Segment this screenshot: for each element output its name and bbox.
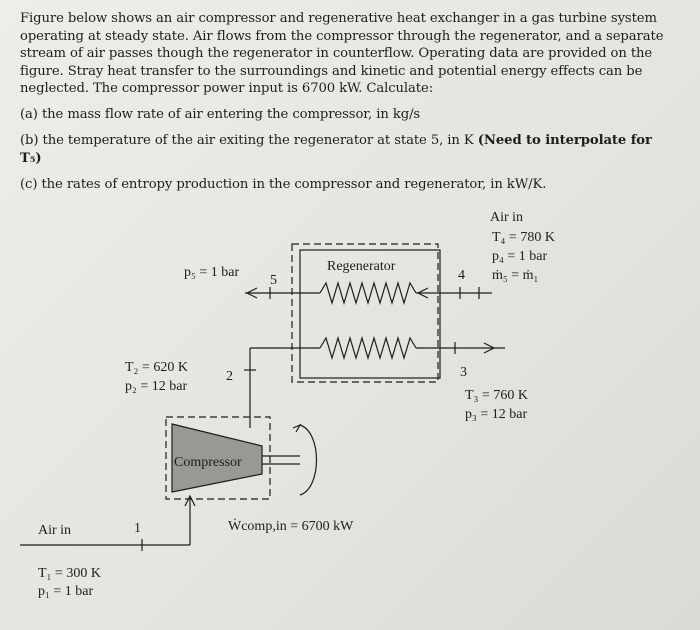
- p2-label: p₂ = 12 bar: [125, 379, 187, 394]
- state-2-label: 2: [226, 369, 233, 384]
- compressor-body: [171, 423, 263, 493]
- compressor-power-label: Ẇcomp,in = 6700 kW: [228, 517, 354, 534]
- power-arrow-curve: [299, 424, 317, 496]
- regenerator-coil-low-pressure: [319, 280, 417, 306]
- arrow-exit-3: [483, 342, 496, 354]
- p5-label: p₅ = 1 bar: [184, 265, 239, 280]
- problem-statement: Figure below shows an air compressor and…: [20, 10, 670, 194]
- T4-label: T₄ = 780 K: [492, 230, 555, 245]
- air-in-bottom-label: Air in: [38, 523, 71, 538]
- compressor-label: Compressor: [174, 455, 242, 470]
- compressor-boundary: [165, 416, 271, 500]
- question-c-text: (c) the rates of entropy production in t…: [20, 177, 547, 192]
- question-a-text: (a) the mass flow rate of air entering t…: [20, 106, 421, 122]
- state-3-label: 3: [460, 365, 467, 380]
- power-arrow-head: [292, 423, 302, 433]
- arrow-exit-5: [245, 287, 258, 299]
- mdot5-label: ṁ₅ = ṁ₁: [492, 268, 538, 283]
- regenerator-box: [299, 249, 441, 379]
- regenerator-coil-high-pressure: [319, 335, 417, 361]
- question-c: (c) the rates of entropy production in t…: [20, 176, 670, 194]
- question-b-text: (b) the temperature of the air exiting t…: [20, 133, 478, 148]
- problem-intro: Figure below shows an air compressor and…: [20, 11, 664, 96]
- inlet-arrow: [184, 494, 196, 507]
- p4-label: p₄ = 1 bar: [492, 249, 547, 264]
- question-b: (b) the temperature of the air exiting t…: [20, 132, 670, 167]
- p1-label: p₁ = 1 bar: [38, 584, 93, 599]
- state-1-label: 1: [134, 521, 141, 536]
- T2-label: T₂ = 620 K: [125, 360, 188, 375]
- air-in-top-label: Air in: [490, 210, 523, 225]
- regenerator-boundary: [291, 243, 439, 383]
- question-a: (a) the mass flow rate of air entering t…: [20, 106, 670, 124]
- arrow-into-regen-4: [416, 287, 429, 299]
- state-5-label: 5: [270, 273, 277, 288]
- question-b-note: (Need to interpolate for T₅): [20, 133, 652, 166]
- T1-label: T₁ = 300 K: [38, 566, 101, 581]
- T3-label: T₃ = 760 K: [465, 388, 528, 403]
- p3-label: p₃ = 12 bar: [465, 407, 527, 422]
- regenerator-label: Regenerator: [327, 259, 396, 274]
- state-4-label: 4: [458, 268, 465, 283]
